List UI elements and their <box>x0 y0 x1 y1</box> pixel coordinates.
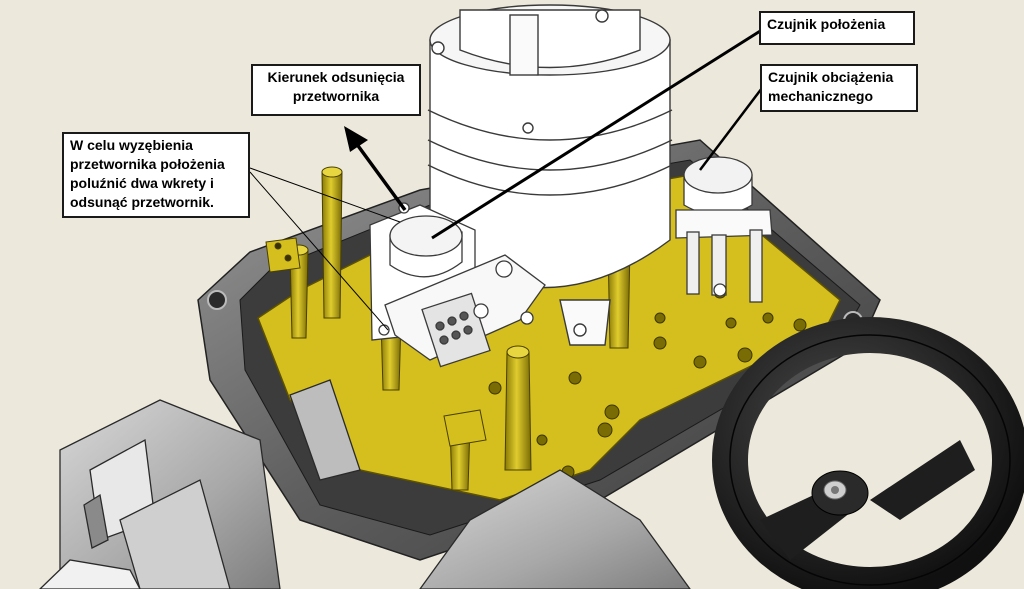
callout-direction-line1: Kierunek odsunięcia <box>267 69 405 85</box>
handwheel <box>712 317 1024 589</box>
callout-instruction-line3: poluźnić dwa wkrety i <box>70 175 214 191</box>
leader-lines <box>249 26 766 331</box>
callout-instruction-line4: odsunąć przetwornik. <box>70 194 214 210</box>
callout-load-sensor: Czujnik obciążenia mechanicznego <box>760 64 918 112</box>
callout-direction: Kierunek odsunięcia przetwornika <box>251 64 421 116</box>
load-sensor <box>675 156 773 303</box>
callout-position-sensor-text: Czujnik położenia <box>767 16 886 32</box>
callout-load-sensor-line2: mechanicznego <box>768 88 874 104</box>
callout-instruction-line1: W celu wyzębienia <box>70 137 193 153</box>
callout-direction-line2: przetwornika <box>292 88 380 104</box>
callout-load-sensor-line1: Czujnik obciążenia <box>768 69 894 85</box>
position-sensor <box>369 202 546 368</box>
callout-instruction-line2: przetwornika położenia <box>70 156 225 172</box>
callout-position-sensor: Czujnik położenia <box>759 11 915 45</box>
cable-gland-housing <box>39 379 691 589</box>
direction-arrow <box>344 126 407 212</box>
callout-instruction: W celu wyzębienia przetwornika położenia… <box>62 132 250 218</box>
terminal-bracket <box>265 237 487 447</box>
